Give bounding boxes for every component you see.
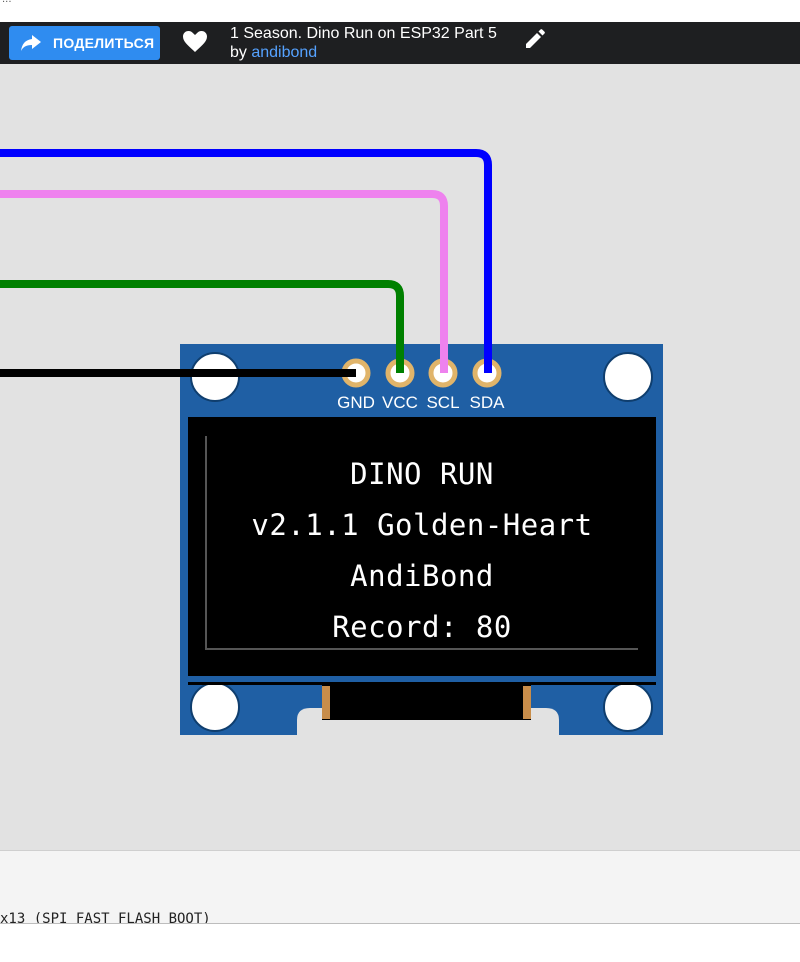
ribbon-connector xyxy=(322,682,531,720)
edit-pencil-icon[interactable] xyxy=(524,28,546,50)
project-header: ПОДЕЛИТЬСЯ 1 Season. Dino Run on ESP32 P… xyxy=(0,22,800,64)
project-title: 1 Season. Dino Run on ESP32 Part 5 xyxy=(230,25,497,42)
by-label: by xyxy=(230,44,252,61)
serial-console[interactable]: x13 (SPI_FAST_FLASH_BOOT) xyxy=(0,850,800,927)
byline: by andibond xyxy=(230,43,497,62)
heart-icon[interactable] xyxy=(183,31,207,53)
wire-sda xyxy=(0,149,492,373)
share-button-label: ПОДЕЛИТЬСЯ xyxy=(53,35,155,51)
wire-vcc xyxy=(0,280,404,373)
screen-line-author: AndiBond xyxy=(350,559,494,593)
share-button[interactable]: ПОДЕЛИТЬСЯ xyxy=(9,26,160,60)
corner-dots: ... xyxy=(2,0,12,5)
oled-display xyxy=(188,417,656,685)
display-border-line xyxy=(205,436,638,650)
screen-line-title: DINO RUN xyxy=(350,457,494,491)
author-link[interactable]: andibond xyxy=(251,44,318,61)
mounting-hole xyxy=(603,682,653,732)
screen-line-record: Record: 80 xyxy=(332,610,512,644)
title-block: 1 Season. Dino Run on ESP32 Part 5 by an… xyxy=(230,24,497,62)
mounting-hole xyxy=(190,682,240,732)
browser-top-strip: ... xyxy=(0,0,800,22)
bottom-bar xyxy=(0,923,800,962)
pin-label: VCC xyxy=(382,393,418,412)
pin-label: SDA xyxy=(470,393,506,412)
screen-line-version: v2.1.1 Golden-Heart xyxy=(251,508,593,542)
pin-label: SCL xyxy=(426,393,459,412)
wire-scl xyxy=(0,190,448,373)
simulation-canvas[interactable]: GND VCC SCL SDA DINO RUN v2.1.1 Golden-H… xyxy=(0,64,800,850)
share-arrow-icon xyxy=(21,33,43,53)
pin-label: GND xyxy=(337,393,375,412)
mounting-hole xyxy=(603,352,653,402)
